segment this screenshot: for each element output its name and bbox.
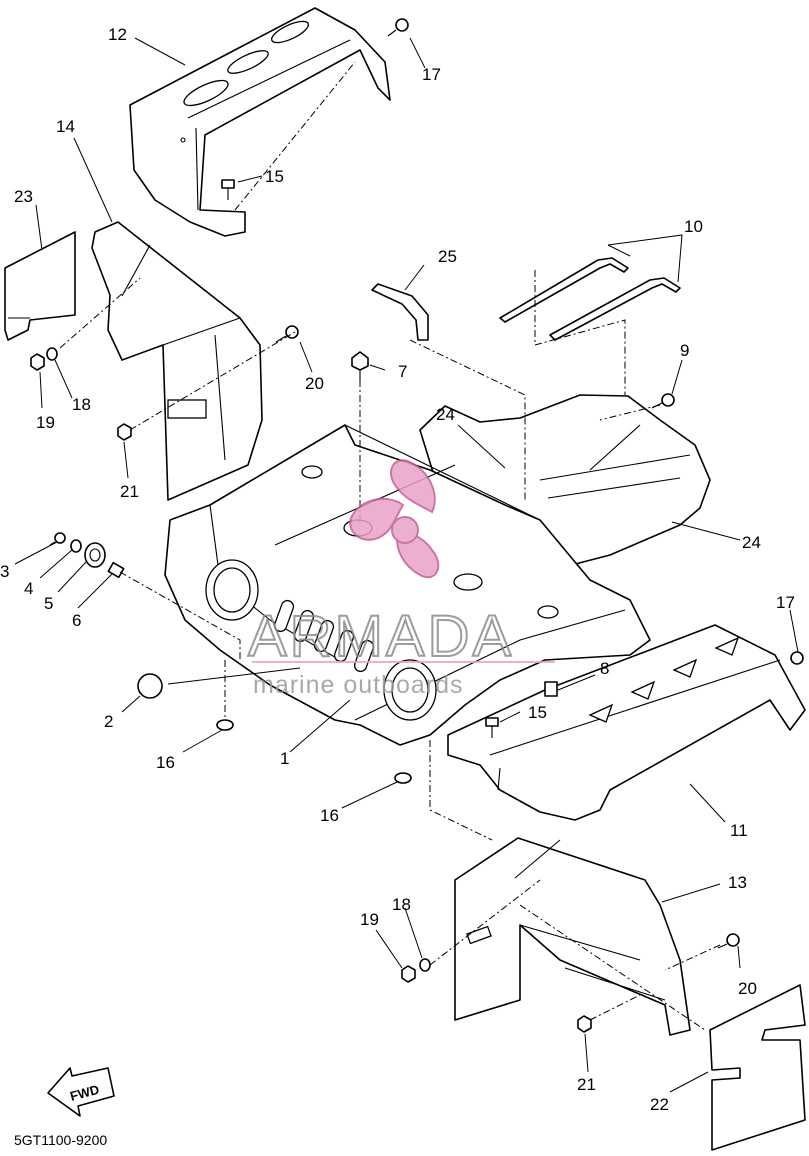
- part-24-bracket: [419, 394, 711, 569]
- part-13-right-bracket: [454, 837, 691, 1036]
- fwd-label: FWD: [68, 1082, 100, 1104]
- diagram-code: 5GT1100-9200: [14, 1132, 107, 1148]
- bolt-17-right: [790, 651, 804, 665]
- callouts: 12 17 14 15 23 10 25 9 7 20 18 19 24 21 …: [0, 25, 795, 1114]
- callout-18-right: 18: [392, 895, 411, 914]
- fwd-arrow-icon: FWD: [47, 1067, 115, 1117]
- callout-19-right: 19: [360, 910, 379, 929]
- callout-12: 12: [108, 25, 127, 44]
- hardware: [30, 18, 804, 1033]
- bolt-17-top: [387, 18, 409, 37]
- nut-21-right: [577, 1015, 592, 1033]
- part-12-top-cover: [129, 7, 391, 237]
- callout-17-right: 17: [776, 593, 795, 612]
- bolt-15-lower: [485, 717, 499, 738]
- part-22-right-sheet: [709, 984, 806, 1151]
- callout-23: 23: [14, 187, 33, 206]
- part-14-left-bracket: [91, 221, 263, 501]
- nut-19-left: [30, 353, 45, 371]
- callout-1: 1: [280, 749, 289, 768]
- callout-13: 13: [728, 873, 747, 892]
- callout-16-center: 16: [320, 806, 339, 825]
- bolt-8: [544, 681, 558, 697]
- callout-2: 2: [104, 712, 113, 731]
- callout-17-top: 17: [422, 65, 441, 84]
- watermark-tagline: marine outboards: [253, 671, 464, 699]
- assembly-lines: [59, 61, 721, 1031]
- bolt-20-left: [275, 325, 299, 343]
- bolt-15-top: [221, 179, 235, 200]
- callout-11: 11: [730, 821, 748, 840]
- part-23-left-sheet: [4, 231, 76, 341]
- watermark-brand: ARMADA: [248, 604, 514, 669]
- part-1-base: [164, 424, 651, 746]
- callout-19-left: 19: [36, 413, 55, 432]
- watermark: ARMADA marine outboards: [247, 459, 555, 699]
- callout-15-lower: 15: [528, 703, 547, 722]
- callout-22: 22: [650, 1095, 669, 1114]
- part-11-lower-cover: [447, 624, 806, 821]
- nut-21-left: [117, 423, 132, 441]
- callout-3: 3: [0, 562, 9, 581]
- callout-14: 14: [56, 117, 75, 136]
- callout-4: 4: [24, 579, 33, 598]
- callout-25: 25: [438, 247, 457, 266]
- callout-5: 5: [44, 594, 53, 613]
- part-10-seals: [499, 257, 681, 341]
- bolt-7: [351, 351, 369, 380]
- callout-20-right: 20: [738, 979, 757, 998]
- callout-18-left: 18: [72, 395, 91, 414]
- leader-lines: [14, 37, 799, 1093]
- part-25-strip: [371, 283, 429, 341]
- callout-15-top: 15: [265, 167, 284, 186]
- callout-6: 6: [72, 611, 81, 630]
- callout-9: 9: [680, 341, 689, 360]
- callout-8: 8: [600, 659, 609, 678]
- washer-18-right: [419, 958, 431, 972]
- bolt-3: [49, 532, 66, 546]
- grommet-5: [84, 542, 106, 568]
- propeller-logo-icon: [349, 459, 440, 579]
- washer-16-center: [394, 772, 412, 784]
- callout-16-left: 16: [156, 753, 175, 772]
- callout-7: 7: [398, 362, 407, 381]
- callout-21-right: 21: [577, 1075, 596, 1094]
- washer-16-left: [216, 719, 234, 731]
- callout-24-top: 24: [436, 405, 455, 424]
- callout-24-right: 24: [742, 533, 761, 552]
- callout-20-left: 20: [305, 374, 324, 393]
- washer-18-left: [46, 347, 58, 361]
- washer-4: [70, 539, 82, 553]
- callout-21-left: 21: [120, 482, 139, 501]
- callout-10: 10: [684, 217, 703, 236]
- nut-19-right: [401, 965, 416, 983]
- bolt-20-right: [717, 933, 740, 949]
- cap-2: [137, 673, 163, 699]
